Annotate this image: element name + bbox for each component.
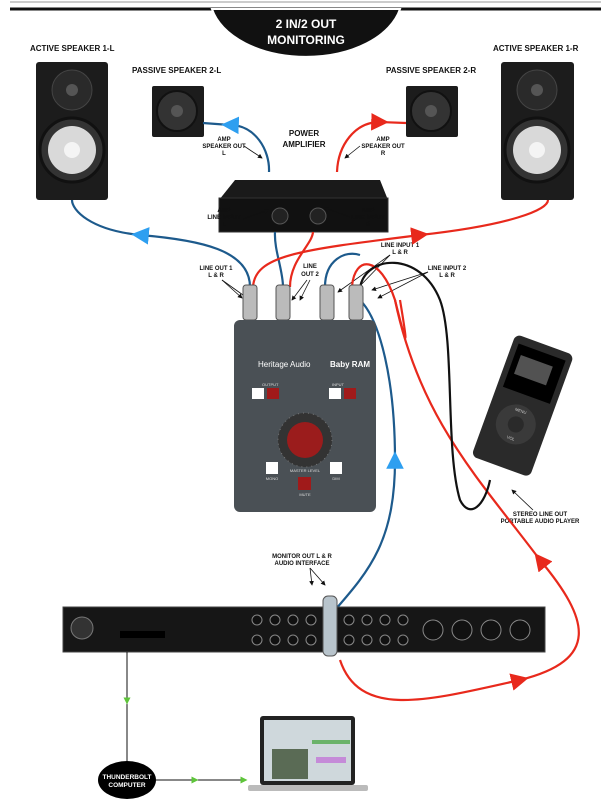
laptop <box>248 716 368 791</box>
baby-ram-controller: Heritage Audio Baby RAM OUTPUT INPUT MAS… <box>234 320 376 512</box>
label-amp-in-r-1: AMP <box>361 208 374 214</box>
xlr-connectors <box>242 284 364 321</box>
label-monitor-out-1: MONITOR OUT L & R <box>272 554 332 560</box>
mute-button[interactable] <box>298 477 311 490</box>
label-line-input-1-a: LINE INPUT 1 <box>381 243 420 249</box>
label-amp-in-r-3: R <box>366 222 371 228</box>
menu-label: MENU <box>514 406 527 415</box>
portable-audio-player: MENU VOL <box>472 335 573 476</box>
xlr-line-out-1-l <box>242 284 258 321</box>
cable-active-right <box>251 199 550 288</box>
xlr-line-out-2 <box>275 284 291 321</box>
label-amp-out-r-3: R <box>381 151 386 157</box>
power-amplifier <box>218 180 389 233</box>
banner-line-2: MONITORING <box>267 33 345 47</box>
cable-passive-left <box>202 116 271 173</box>
master-level-knob[interactable] <box>287 422 323 458</box>
label-player-1: STEREO LINE OUT <box>513 512 568 518</box>
label-amp-out-l-3: L <box>222 151 226 157</box>
audio-interface <box>62 595 546 657</box>
xlr-line-in-2 <box>348 284 364 321</box>
cable-line-input-red <box>350 263 407 339</box>
xlr-line-in-1 <box>319 284 335 321</box>
vol-label: VOL <box>506 434 516 442</box>
input-label: INPUT <box>332 382 345 387</box>
output-1-button[interactable] <box>252 388 264 399</box>
cable-amp-in-r <box>288 231 315 288</box>
mono-button[interactable] <box>266 462 278 474</box>
thunderbolt-computer-badge <box>98 761 156 799</box>
computer-label-1: THUNDERBOLT <box>103 774 152 781</box>
label-active-speaker-right: ACTIVE SPEAKER 1-R <box>493 44 579 53</box>
dim-button[interactable] <box>330 462 342 474</box>
label-amp-in-l-3: L <box>222 222 226 228</box>
banner-line-1: 2 IN/2 OUT <box>276 17 337 31</box>
output-label: OUTPUT <box>262 382 279 387</box>
input-1-button[interactable] <box>329 388 341 399</box>
label-amp-out-r-1: AMP <box>376 137 389 143</box>
monitor-out-connectors <box>322 595 338 657</box>
mute-label: MUTE <box>299 492 311 497</box>
label-passive-speaker-right: PASSIVE SPEAKER 2-R <box>386 66 476 75</box>
cable-passive-right <box>335 113 407 173</box>
label-line-input-2-a: LINE INPUT 2 <box>428 266 467 272</box>
active-speaker-left <box>36 62 108 200</box>
label-line-out-1-b: L & R <box>208 273 224 279</box>
label-amp-out-l-1: AMP <box>217 137 230 143</box>
dim-label: DIM <box>332 476 339 481</box>
cables <box>70 113 580 702</box>
pointer-arrows <box>221 145 534 586</box>
label-amp-out-r-2: SPEAKER OUT <box>361 144 405 150</box>
cable-active-left <box>70 199 252 288</box>
controller-brand: Heritage Audio <box>258 360 311 369</box>
cable-player <box>358 261 492 511</box>
mono-label: MONO <box>266 476 278 481</box>
cable-monitor-out-blue <box>334 299 404 611</box>
label-amp-in-l-1: AMP <box>217 208 230 214</box>
label-amp-out-l-2: SPEAKER OUT <box>202 144 246 150</box>
label-passive-speaker-left: PASSIVE SPEAKER 2-L <box>132 66 221 75</box>
label-line-input-1-b: L & R <box>392 250 408 256</box>
label-power-amp-1: POWER <box>289 129 319 138</box>
output-2-button[interactable] <box>267 388 279 399</box>
banner <box>210 8 402 58</box>
label-line-input-2-b: L & R <box>439 273 455 279</box>
label-line-out-1-a: LINE OUT 1 <box>199 266 233 272</box>
master-level-label: MASTER LEVEL <box>290 468 321 473</box>
cable-line-input-blue <box>323 252 361 288</box>
power-inlet <box>70 616 94 640</box>
input-2-button[interactable] <box>344 388 356 399</box>
label-line-out-2-b: OUT 2 <box>301 272 319 278</box>
label-monitor-out-2: AUDIO INTERFACE <box>274 561 329 567</box>
label-player-2: PORTABLE AUDIO PLAYER <box>501 519 580 525</box>
passive-speaker-left <box>152 86 204 137</box>
passive-speaker-right <box>406 86 458 137</box>
computer-label-2: COMPUTER <box>108 782 146 789</box>
controller-model: Baby RAM <box>330 360 370 369</box>
label-active-speaker-left: ACTIVE SPEAKER 1-L <box>30 44 115 53</box>
cable-monitor-out-red <box>338 299 580 702</box>
label-line-out-2-a: LINE <box>303 264 317 270</box>
label-amp-in-r-2: LINE INPUT <box>351 215 385 221</box>
label-power-amp-2: AMPLIFIER <box>282 140 325 149</box>
active-speaker-right <box>501 62 574 200</box>
label-amp-in-l-2: LINE INPUT <box>207 215 241 221</box>
